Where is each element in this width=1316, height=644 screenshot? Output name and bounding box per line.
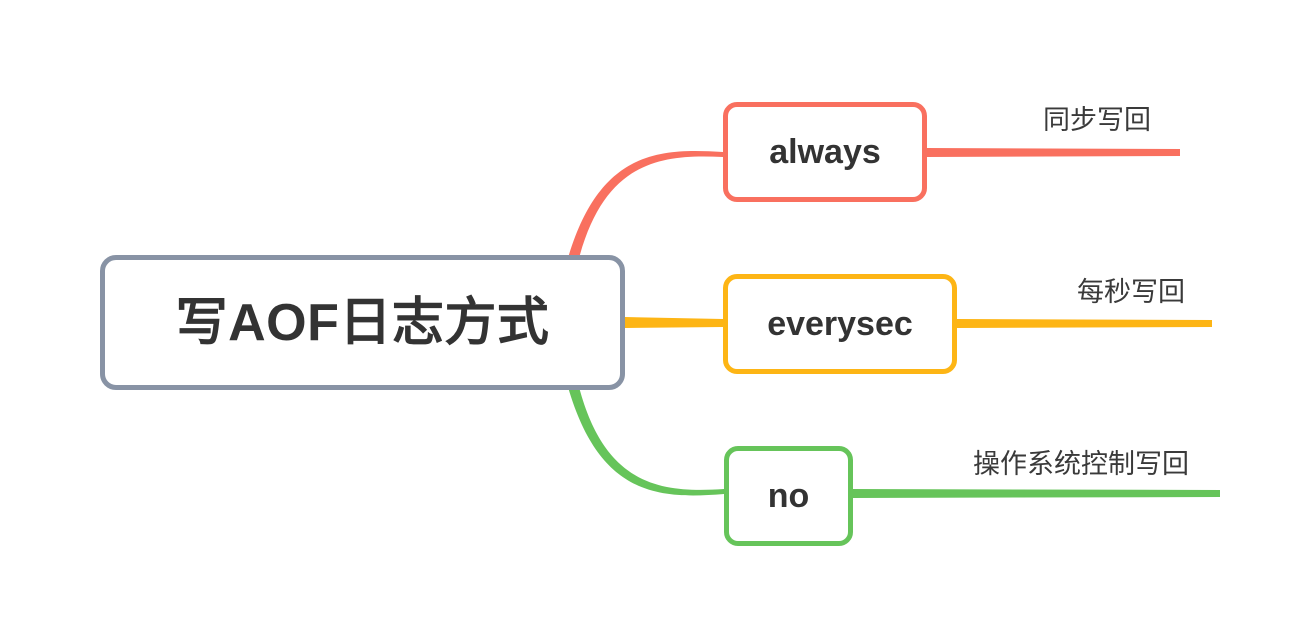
branch-node-no-label: no <box>767 477 810 515</box>
connector-no <box>568 383 724 496</box>
connector-always <box>568 150 723 262</box>
branch-node-everysec-label: everysec <box>767 305 913 343</box>
root-node-label: 写AOF日志方式 <box>175 293 550 352</box>
leaf-label-no[interactable]: 操作系统控制写回 <box>973 449 1189 479</box>
branch-node-no[interactable]: no <box>724 446 853 546</box>
leaf-label-always[interactable]: 同步写回 <box>1043 105 1151 135</box>
branch-node-always-label: always <box>769 133 881 171</box>
leaf-label-everysec[interactable]: 每秒写回 <box>1077 277 1185 307</box>
branch-node-always[interactable]: always <box>723 102 927 202</box>
leaf-line-no <box>853 489 1220 498</box>
branch-node-everysec[interactable]: everysec <box>723 274 957 374</box>
leaf-line-everysec <box>957 319 1212 328</box>
connector-everysec <box>625 317 723 328</box>
leaf-line-always <box>927 148 1180 157</box>
root-node[interactable]: 写AOF日志方式 <box>100 255 625 390</box>
